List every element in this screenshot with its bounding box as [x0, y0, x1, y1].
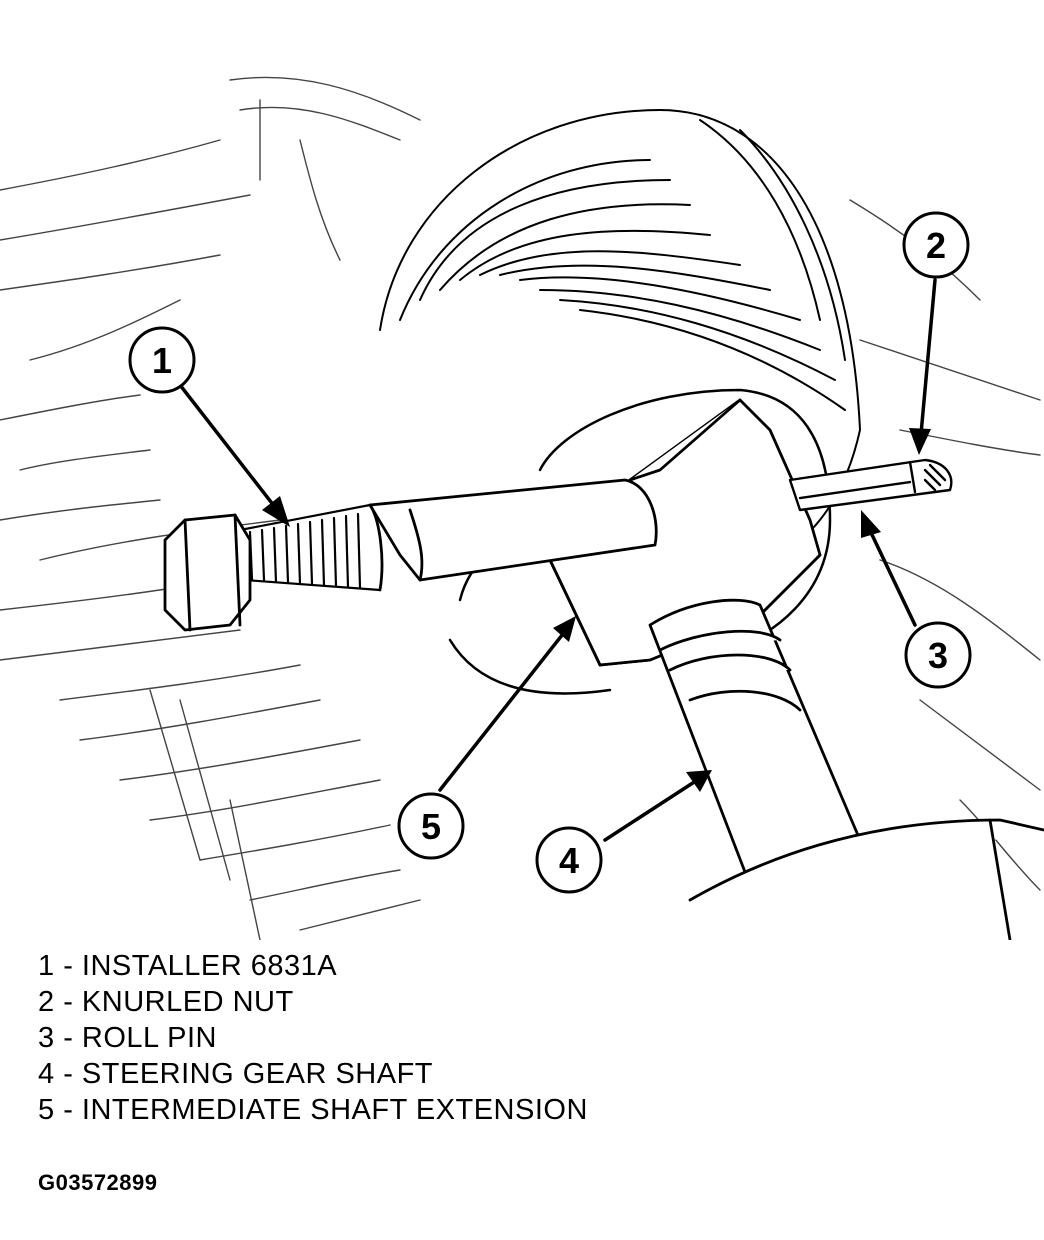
- legend-number: 1: [38, 950, 55, 982]
- legend-number: 2: [38, 986, 55, 1018]
- threaded-rod: [238, 503, 382, 592]
- figure-id: G03572899: [38, 1170, 158, 1195]
- leader-arrow-4: [603, 773, 707, 842]
- arrowhead-3: [861, 510, 881, 538]
- arrowheads: [262, 428, 931, 792]
- leader-arrow-3: [863, 518, 917, 627]
- callout-circles: [128, 211, 972, 894]
- callout-circle-2: [902, 211, 970, 279]
- legend-separator: -: [54, 1058, 82, 1090]
- legend-item: 5 - INTERMEDIATE SHAFT EXTENSION: [38, 1092, 588, 1128]
- leader-arrows: [178, 278, 937, 842]
- legend-item: 3 - ROLL PIN: [38, 1020, 588, 1056]
- legend-separator: -: [54, 986, 82, 1018]
- arrowhead-1: [262, 496, 290, 527]
- legend-separator: -: [54, 950, 82, 982]
- steering-gear-shaft: [648, 598, 1044, 940]
- legend-item: 1 - INSTALLER 6831A: [38, 948, 588, 984]
- callout-label-3: 3: [928, 635, 948, 676]
- callout-circle-1: [128, 326, 196, 394]
- legend-item: 4 - STEERING GEAR SHAFT: [38, 1056, 588, 1092]
- legend-text: INTERMEDIATE SHAFT EXTENSION: [81, 1094, 588, 1126]
- arrowhead-5: [553, 616, 576, 642]
- callout-label-5: 5: [421, 806, 441, 847]
- callout-circle-3: [904, 621, 972, 689]
- callout-circle-5: [397, 792, 465, 860]
- steering-shaft-illustration: 1 2 3 4 5: [0, 76, 1044, 940]
- leader-arrow-1: [178, 383, 287, 522]
- legend-number: 3: [38, 1022, 55, 1054]
- legend-number: 4: [38, 1058, 55, 1090]
- callout-label-1: 1: [152, 340, 172, 381]
- arrowhead-2: [909, 428, 931, 455]
- leader-arrow-2: [918, 278, 937, 447]
- arrowhead-4: [686, 770, 712, 792]
- installer-cylinder: [368, 478, 658, 592]
- leader-arrow-5: [438, 623, 572, 792]
- legend-text: KNURLED NUT: [81, 986, 294, 1018]
- hex-bolt-head: [163, 513, 252, 632]
- legend-separator: -: [54, 1022, 82, 1054]
- callout-circle-4: [535, 826, 603, 894]
- parts-legend: 1 - INSTALLER 6831A 2 - KNURLED NUT 3 - …: [38, 948, 588, 1128]
- legend-text: STEERING GEAR SHAFT: [81, 1058, 434, 1090]
- legend-number: 5: [38, 1094, 55, 1126]
- callout-numbers: 1 2 3 4 5: [152, 225, 948, 881]
- legend-separator: -: [54, 1094, 82, 1126]
- legend-text: ROLL PIN: [81, 1022, 218, 1054]
- callout-label-2: 2: [926, 225, 946, 266]
- callout-label-4: 4: [559, 840, 579, 881]
- roll-pin: [788, 458, 953, 512]
- legend-item: 2 - KNURLED NUT: [38, 984, 588, 1020]
- gear-boot: [379, 109, 861, 571]
- legend-text: INSTALLER 6831A: [81, 950, 338, 982]
